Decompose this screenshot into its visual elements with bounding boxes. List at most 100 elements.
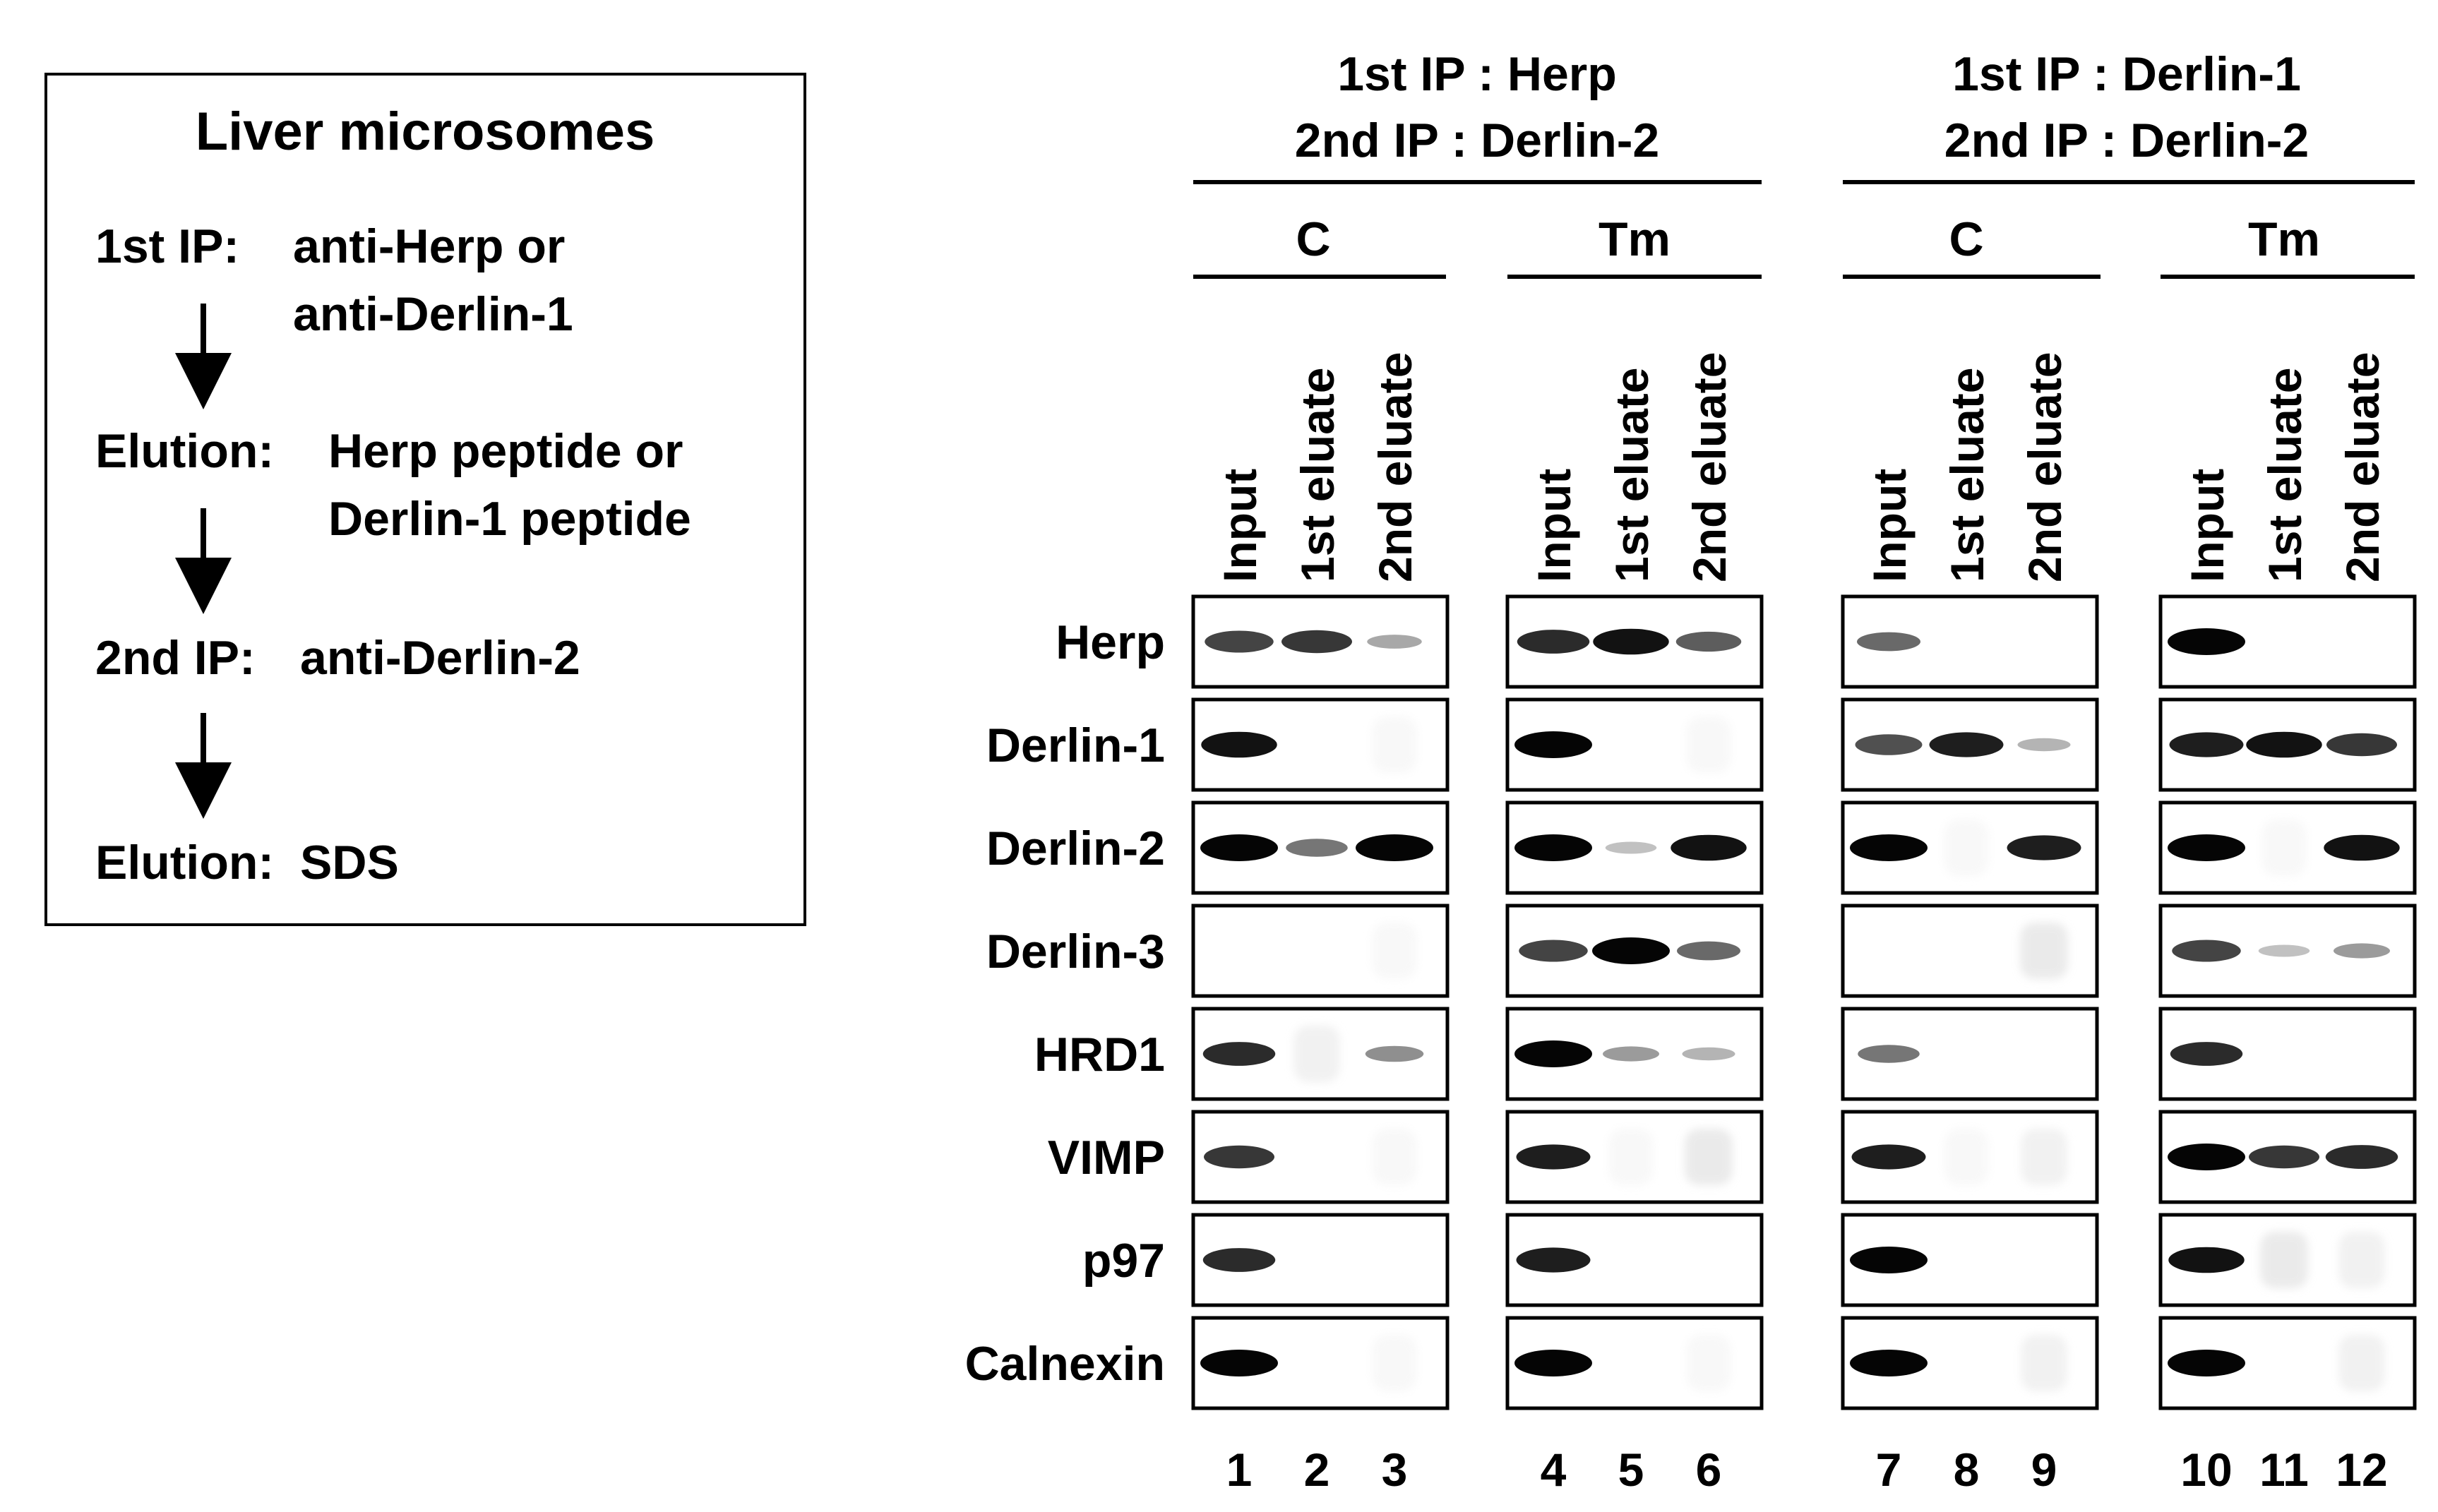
blot-panel bbox=[1191, 1110, 1450, 1204]
band bbox=[1605, 841, 1657, 854]
band bbox=[2021, 1129, 2067, 1185]
band bbox=[1686, 1335, 1731, 1391]
row-label-p97: p97 bbox=[1082, 1234, 1165, 1288]
band bbox=[1677, 941, 1740, 961]
lane-number: 7 bbox=[1876, 1444, 1902, 1496]
band bbox=[2168, 1247, 2245, 1273]
band bbox=[1202, 1042, 1276, 1066]
blot-panel bbox=[1505, 1213, 1764, 1307]
band bbox=[1944, 1129, 1989, 1185]
blot-panels bbox=[1191, 594, 2417, 1410]
band bbox=[2168, 1350, 2245, 1376]
band bbox=[1857, 632, 1920, 652]
band bbox=[1514, 834, 1592, 861]
band bbox=[2007, 835, 2081, 860]
band bbox=[2020, 923, 2068, 979]
band bbox=[2324, 834, 2400, 861]
lane-label: Input bbox=[1528, 469, 1580, 582]
experiment-2-line2: 2nd IP : Derlin-2 bbox=[1944, 114, 2309, 167]
blot-panel bbox=[1841, 697, 2099, 792]
lane-label: Input bbox=[1214, 469, 1266, 582]
blot-panel bbox=[1191, 1213, 1450, 1307]
blot-panel bbox=[1841, 594, 2099, 689]
band bbox=[1593, 628, 1669, 655]
blot-panel bbox=[2158, 594, 2417, 689]
band bbox=[1202, 1248, 1276, 1272]
protocol-step2-line1: Herp peptide or bbox=[328, 424, 683, 478]
band bbox=[1286, 839, 1348, 857]
band bbox=[2169, 732, 2244, 757]
blot-panel bbox=[1505, 697, 1764, 792]
band bbox=[1855, 734, 1923, 755]
band bbox=[1367, 635, 1422, 649]
band bbox=[1372, 716, 1417, 773]
band bbox=[2021, 1335, 2067, 1391]
protocol-step1-label: 1st IP: bbox=[95, 220, 239, 273]
condition-label-1: C bbox=[1296, 212, 1330, 266]
band bbox=[1200, 834, 1278, 861]
band bbox=[2261, 820, 2307, 876]
row-label-calnexin: Calnexin bbox=[965, 1337, 1165, 1391]
blot-panel bbox=[1505, 904, 1764, 998]
blot-panel bbox=[1505, 800, 1764, 895]
blot-panel bbox=[1841, 1007, 2099, 1101]
lane-label: Input bbox=[1863, 469, 1916, 582]
lane-label: 2nd eluate bbox=[2019, 352, 2071, 582]
lane-label: Input bbox=[2181, 469, 2233, 582]
band bbox=[1516, 1247, 1591, 1273]
blot-panel bbox=[1191, 697, 1450, 792]
band bbox=[1671, 834, 1747, 861]
band bbox=[1603, 1046, 1659, 1062]
band bbox=[1356, 834, 1433, 861]
lane-number: 4 bbox=[1541, 1444, 1567, 1496]
blot-panel bbox=[1505, 1110, 1764, 1204]
band bbox=[1682, 1047, 1735, 1061]
protocol-step4-label: Elution: bbox=[95, 836, 274, 889]
blot-panel bbox=[1505, 1007, 1764, 1101]
blot-panel bbox=[1841, 1213, 2099, 1307]
blot-panel bbox=[2158, 1316, 2417, 1410]
blot-panel bbox=[2158, 800, 2417, 895]
blot-panel bbox=[1505, 1316, 1764, 1410]
band bbox=[1608, 1129, 1654, 1185]
band bbox=[2258, 944, 2310, 957]
lane-number: 11 bbox=[2259, 1444, 2309, 1496]
band bbox=[1929, 732, 2004, 757]
blot-panel bbox=[1191, 1007, 1450, 1101]
blot-panel bbox=[1191, 904, 1450, 998]
band bbox=[1592, 937, 1670, 964]
lane-number: 10 bbox=[2180, 1444, 2232, 1496]
lane-number: 6 bbox=[1696, 1444, 1722, 1496]
band bbox=[1201, 731, 1277, 758]
protocol-panel: Liver microsomes 1st IP: anti-Herp or an… bbox=[44, 73, 806, 926]
lane-number: 1 bbox=[1226, 1444, 1253, 1496]
band bbox=[1517, 630, 1590, 654]
band bbox=[1293, 1026, 1340, 1082]
band bbox=[1850, 1350, 1928, 1376]
band bbox=[1514, 1350, 1592, 1376]
row-labels: HerpDerlin-1Derlin-2Derlin-3HRD1VIMPp97C… bbox=[965, 616, 1165, 1391]
experiment-1-line2: 2nd IP : Derlin-2 bbox=[1295, 114, 1659, 167]
row-label-derlin-3: Derlin-3 bbox=[986, 925, 1165, 978]
band bbox=[2338, 1232, 2385, 1288]
band bbox=[1204, 1145, 1274, 1169]
condition-headers: C Tm C Tm bbox=[1193, 212, 2415, 279]
blot-panel bbox=[1841, 904, 2099, 998]
blot-panel bbox=[2158, 1007, 2417, 1101]
lane-label: 1st eluate bbox=[1606, 368, 1658, 582]
row-label-hrd1: HRD1 bbox=[1034, 1028, 1165, 1081]
row-label-herp: Herp bbox=[1056, 616, 1165, 669]
lane-number: 2 bbox=[1304, 1444, 1330, 1496]
band bbox=[1686, 716, 1731, 773]
blot-panel bbox=[2158, 697, 2417, 792]
band bbox=[1675, 631, 1742, 652]
lane-number: 9 bbox=[2031, 1444, 2057, 1496]
protocol-title: Liver microsomes bbox=[196, 102, 655, 162]
experiment-2-line1: 1st IP : Derlin-1 bbox=[1952, 47, 2301, 101]
blot-panel bbox=[1841, 1110, 2099, 1204]
blot-panel bbox=[2158, 904, 2417, 998]
lane-label: 1st eluate bbox=[1941, 368, 1993, 582]
band bbox=[1372, 1129, 1417, 1185]
